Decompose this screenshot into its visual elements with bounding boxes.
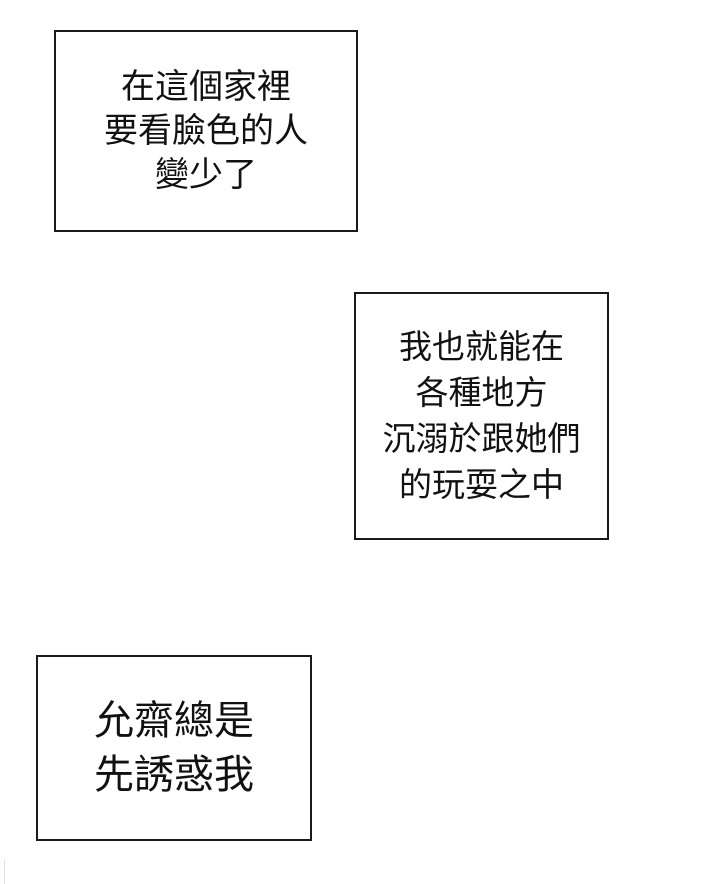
- caption-line: 要看臉色的人: [104, 111, 308, 151]
- caption-line: 各種地方: [415, 373, 548, 412]
- caption-box-2: 我也就能在 各種地方 沉溺於跟她們 的玩耍之中: [354, 292, 609, 540]
- caption-line: 先誘惑我: [94, 752, 254, 798]
- caption-line: 允齋總是: [94, 698, 254, 744]
- caption-line: 在這個家裡: [121, 67, 291, 107]
- panel-edge-mark: [4, 860, 5, 884]
- caption-line: 的玩耍之中: [399, 465, 564, 504]
- caption-line: 沉溺於跟她們: [382, 419, 581, 458]
- caption-box-3: 允齋總是 先誘惑我: [36, 655, 312, 841]
- caption-line: 我也就能在: [399, 327, 564, 366]
- caption-box-1: 在這個家裡 要看臉色的人 變少了: [54, 30, 358, 232]
- caption-line: 變少了: [155, 155, 257, 195]
